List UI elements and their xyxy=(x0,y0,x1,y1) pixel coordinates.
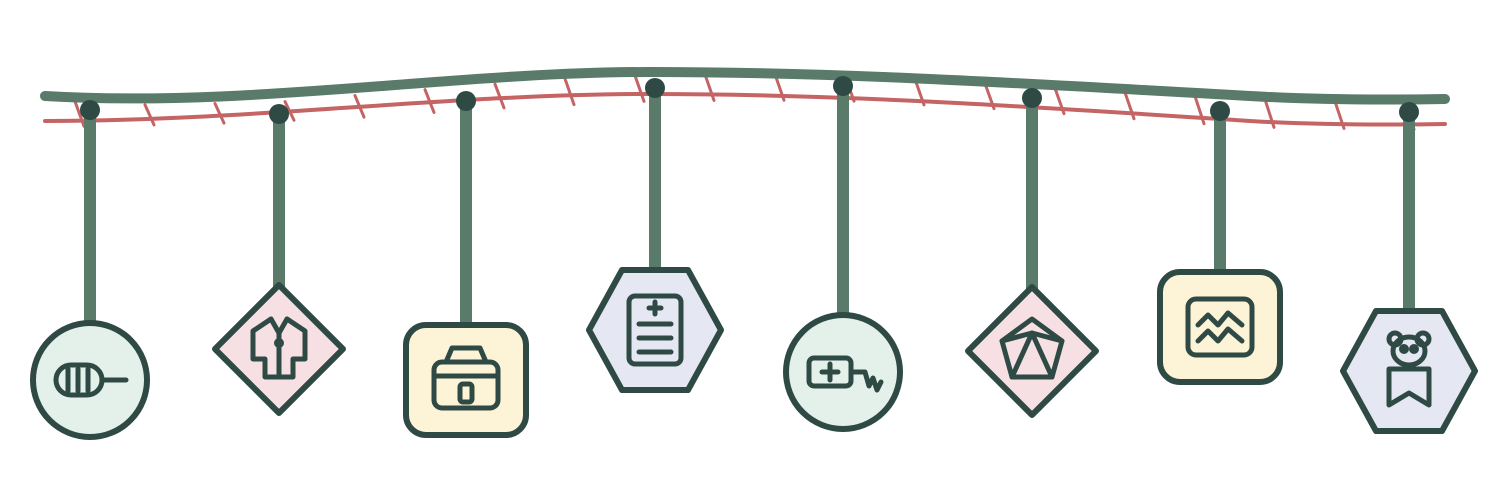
ornament-3 xyxy=(403,91,529,438)
jacket-icon xyxy=(250,316,308,380)
ornament-1 xyxy=(30,100,150,440)
tassel xyxy=(1333,100,1346,130)
circle-frame xyxy=(783,312,903,432)
tassel xyxy=(633,74,646,103)
tassel xyxy=(73,99,86,128)
ornament-2 xyxy=(212,104,346,416)
tassel xyxy=(143,103,156,127)
green-rope xyxy=(40,66,1450,105)
knot xyxy=(833,76,853,96)
waveform-monitor-icon xyxy=(1185,296,1255,358)
tassel xyxy=(913,77,926,107)
ornaments xyxy=(30,76,1478,440)
tassel xyxy=(213,102,226,125)
diamond-frame xyxy=(965,284,1099,418)
tassel xyxy=(773,72,786,102)
tassel xyxy=(983,81,996,111)
pentagon-gem-icon xyxy=(999,316,1065,380)
red-string xyxy=(43,91,1447,127)
knot xyxy=(456,91,476,111)
teddy-bear-icon xyxy=(1386,330,1432,408)
tassel xyxy=(1053,86,1066,116)
tassel xyxy=(1193,94,1206,126)
tassel xyxy=(353,94,366,119)
knot xyxy=(1022,88,1042,108)
ornament-8 xyxy=(1340,102,1478,434)
tassel xyxy=(283,100,296,122)
ornament-5 xyxy=(783,76,903,432)
tassel xyxy=(563,77,576,107)
rounded-square-frame xyxy=(403,322,529,438)
ornament-6 xyxy=(965,88,1099,418)
hexagon-frame xyxy=(586,267,724,393)
medical-chart-icon xyxy=(626,293,684,367)
garland xyxy=(40,66,1450,132)
string-tassels xyxy=(73,72,1416,132)
tassel xyxy=(423,88,436,114)
ornament-4 xyxy=(586,78,724,393)
tassel xyxy=(703,73,716,102)
cassette-probe-icon xyxy=(53,362,129,398)
knot xyxy=(645,78,665,98)
battery-plug-icon xyxy=(806,355,884,393)
knot xyxy=(1399,102,1419,122)
tassel xyxy=(1123,91,1136,121)
knot xyxy=(269,104,289,124)
knot xyxy=(80,100,100,120)
tassel xyxy=(1263,97,1276,129)
knot xyxy=(1210,101,1230,121)
ornament-7 xyxy=(1157,101,1283,385)
tassel xyxy=(493,82,506,110)
rounded-square-frame xyxy=(1157,269,1283,385)
lunchbox-icon xyxy=(431,345,501,411)
